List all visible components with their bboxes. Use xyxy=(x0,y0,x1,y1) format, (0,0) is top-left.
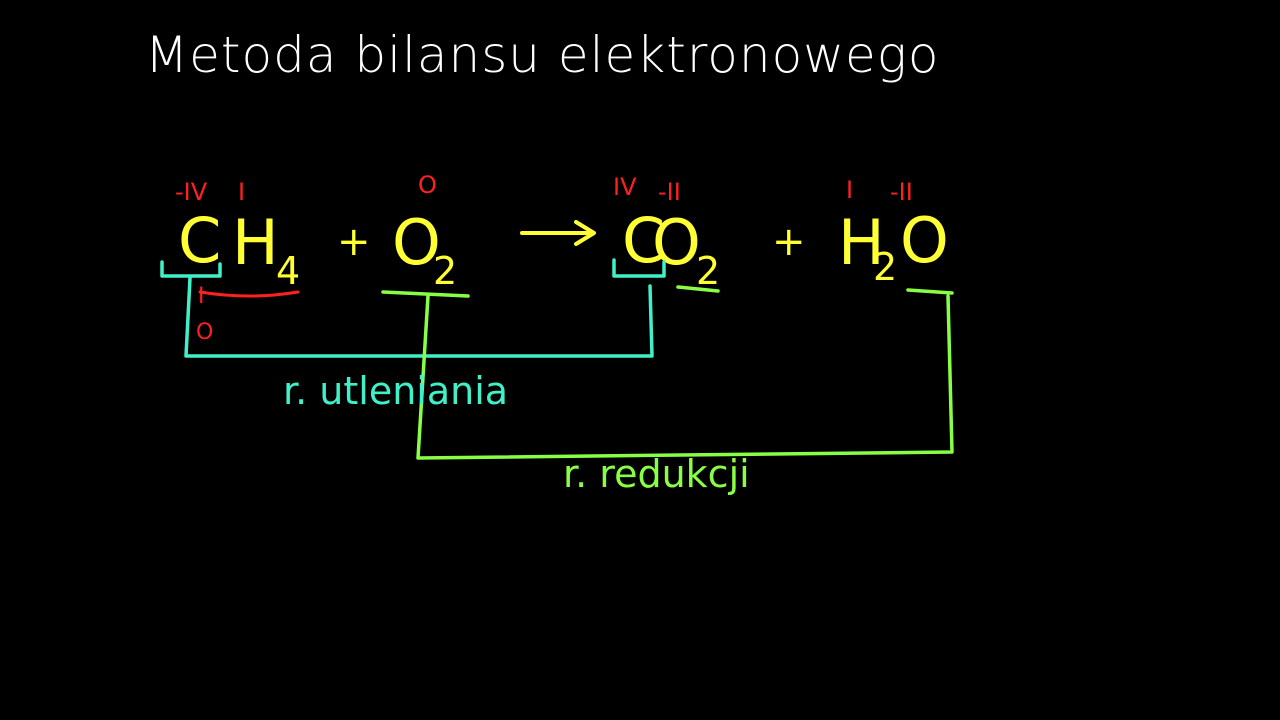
plus-sign-1: + xyxy=(337,219,371,265)
formula-h2o-o: O xyxy=(900,204,949,277)
formula-h2o-h: H xyxy=(838,206,885,279)
formula-ch4-c: C xyxy=(178,204,222,277)
formula-ch4-sub: 4 xyxy=(276,249,301,293)
formula-o2-o: O xyxy=(392,206,441,279)
reduction-bracket xyxy=(416,294,954,460)
formula-co2-sub: 2 xyxy=(696,249,721,293)
ox-state-h-product: I xyxy=(846,176,854,204)
formula-co2-c: C xyxy=(622,204,666,277)
formula-co2-o: O xyxy=(652,206,701,279)
ox-state-c-product: IV xyxy=(613,173,637,201)
reaction-arrow-icon xyxy=(520,220,596,246)
ox-state-o-h2o: -II xyxy=(890,178,913,206)
annotation-zero-mark: O xyxy=(196,320,214,345)
ox-state-o-reactant: O xyxy=(418,171,437,199)
red-curve-mark xyxy=(198,290,300,298)
plus-sign-2: + xyxy=(772,219,806,265)
reduction-label: r. redukcji xyxy=(563,452,750,496)
formula-h2o-sub: 2 xyxy=(873,245,898,289)
annotation-h-mark: I xyxy=(198,284,205,309)
co2-c-underline xyxy=(612,258,666,278)
formula-o2-sub: 2 xyxy=(433,249,458,293)
o2-underline xyxy=(381,290,470,298)
co2-o-underline xyxy=(676,285,720,293)
oxidation-label: r. utleniania xyxy=(283,369,509,413)
ox-state-h-reactant: I xyxy=(238,178,246,206)
oxidation-bracket xyxy=(184,276,654,358)
h2o-o-underline xyxy=(906,288,954,295)
ch4-underline xyxy=(160,260,222,278)
ox-state-o-co2: -II xyxy=(658,178,681,206)
ox-state-c-reactant: -IV xyxy=(175,178,208,206)
formula-ch4-h: H xyxy=(232,206,279,279)
board-title: Metoda bilansu elektronowego xyxy=(145,26,940,84)
